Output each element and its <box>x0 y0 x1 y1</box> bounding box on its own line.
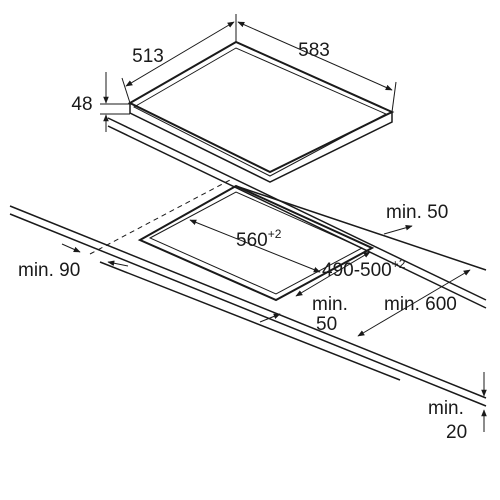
cutout-inner <box>148 191 364 295</box>
hob-depth-label: 513 <box>132 46 164 67</box>
cutout-width-label: 560+2 <box>236 227 282 251</box>
min-front-arrow <box>259 313 281 323</box>
min-above-label: min. 600 <box>384 294 457 315</box>
min-thickness-label-line2: 20 <box>446 422 467 443</box>
cutout <box>137 184 375 302</box>
min-600-dimension <box>357 269 471 337</box>
cutout-depth-dimension <box>295 251 371 297</box>
min-side-label: min. 90 <box>18 260 80 281</box>
width-dimension-line <box>237 21 393 91</box>
hob-top-surface <box>127 40 395 174</box>
min-thickness-label-line1: min. <box>428 398 464 419</box>
depth-dimension-line <box>125 21 235 87</box>
hob-width-label: 583 <box>298 40 330 61</box>
worktop-back-edge <box>235 185 487 271</box>
cutout-depth-label: 490-500+2 <box>322 257 406 281</box>
min-front-label-line2: 50 <box>316 314 337 335</box>
min-back-label: min. 50 <box>386 202 448 223</box>
hob-height-label: 48 <box>71 94 92 115</box>
hob-dimensions <box>100 14 397 132</box>
min-front-label-line1: min. <box>312 294 348 315</box>
min-back-arrow <box>383 225 413 235</box>
worktop-front-edge <box>99 261 401 381</box>
cutout-outer <box>137 184 375 302</box>
min-side-arrows <box>61 243 129 267</box>
hob <box>127 40 395 183</box>
hob-edge <box>129 103 393 183</box>
worktop <box>9 179 487 407</box>
